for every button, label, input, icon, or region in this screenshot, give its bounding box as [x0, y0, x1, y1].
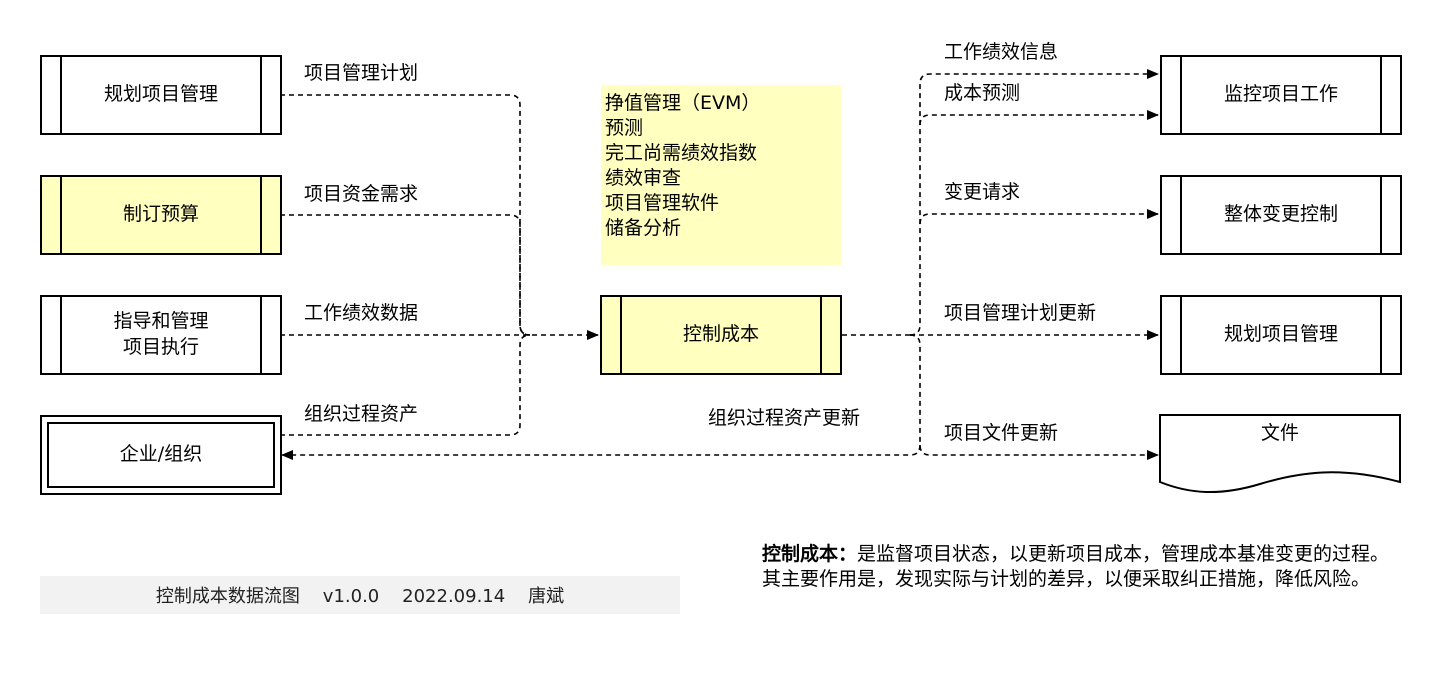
enterprise-organization: 企业/组织: [40, 415, 282, 495]
document-label: 文件: [1260, 422, 1299, 444]
tool-item: 完工尚需绩效指数: [605, 142, 758, 164]
process-label: 制订预算: [122, 203, 199, 226]
description-text: 是监督项目状态，以更新项目成本，管理成本基准变更的过程。其主要作用是，发现实际与…: [762, 543, 1390, 590]
flow-label-opa: 组织过程资产: [304, 403, 419, 425]
flow-label-doc-update: 项目文件更新: [944, 422, 1059, 444]
flow-line-plan: [280, 94, 531, 336]
flow-label-funding: 项目资金需求: [304, 183, 419, 205]
flow-label-workinfo: 工作绩效信息: [944, 41, 1059, 63]
tool-item: 项目管理软件: [605, 192, 720, 214]
flow-line-funding: [280, 214, 531, 336]
entity-label: 企业/组织: [119, 443, 203, 466]
flow-label-opa-update: 组织过程资产更新: [708, 407, 861, 429]
flow-line-change: [919, 209, 1159, 225]
process-direct-manage-execution: 指导和管理 项目执行: [40, 295, 282, 375]
process-label: 指导和管理 项目执行: [113, 310, 209, 358]
flow-label-plan-update: 项目管理计划更新: [944, 302, 1097, 324]
process-description: 控制成本：是监督项目状态，以更新项目成本，管理成本基准变更的过程。其主要作用是，…: [762, 542, 1402, 592]
description-title: 控制成本：: [762, 543, 858, 565]
tool-item: 挣值管理（EVM）: [605, 92, 761, 114]
flow-line-doc-update: [909, 334, 1159, 460]
process-monitor-control-work: 监控项目工作: [1160, 55, 1402, 135]
flow-label-plan: 项目管理计划: [304, 62, 419, 84]
footer-version-info: 控制成本数据流图 v1.0.0 2022.09.14 唐斌: [40, 576, 680, 614]
flow-label-change: 变更请求: [944, 181, 1021, 203]
flow-label-forecast: 成本预测: [944, 82, 1021, 104]
tool-item: 预测: [605, 117, 644, 139]
process-label: 控制成本: [682, 323, 759, 346]
process-plan-management-input: 规划项目管理: [40, 55, 282, 135]
tool-item: 绩效审查: [605, 167, 682, 189]
document-shape: [1159, 414, 1401, 494]
flow-line-forecast: [919, 110, 1159, 126]
flow-label-workdata: 工作绩效数据: [304, 302, 419, 324]
process-label: 整体变更控制: [1223, 203, 1338, 226]
process-plan-management-output: 规划项目管理: [1160, 295, 1402, 375]
process-label: 监控项目工作: [1223, 83, 1338, 106]
flow-line-workinfo: [909, 69, 1159, 336]
tools-techniques-list: 挣值管理（EVM） 预测 完工尚需绩效指数 绩效审查 项目管理软件 储备分析: [601, 85, 841, 265]
process-control-costs: 控制成本: [600, 295, 842, 375]
flow-line-opa: [280, 334, 531, 436]
tool-item: 储备分析: [605, 217, 682, 239]
process-label: 规划项目管理: [1223, 323, 1338, 346]
process-integrated-change-control: 整体变更控制: [1160, 175, 1402, 255]
process-label: 规划项目管理: [103, 83, 218, 106]
flow-line-opa-update: [281, 444, 921, 460]
process-determine-budget: 制订预算: [40, 175, 282, 255]
